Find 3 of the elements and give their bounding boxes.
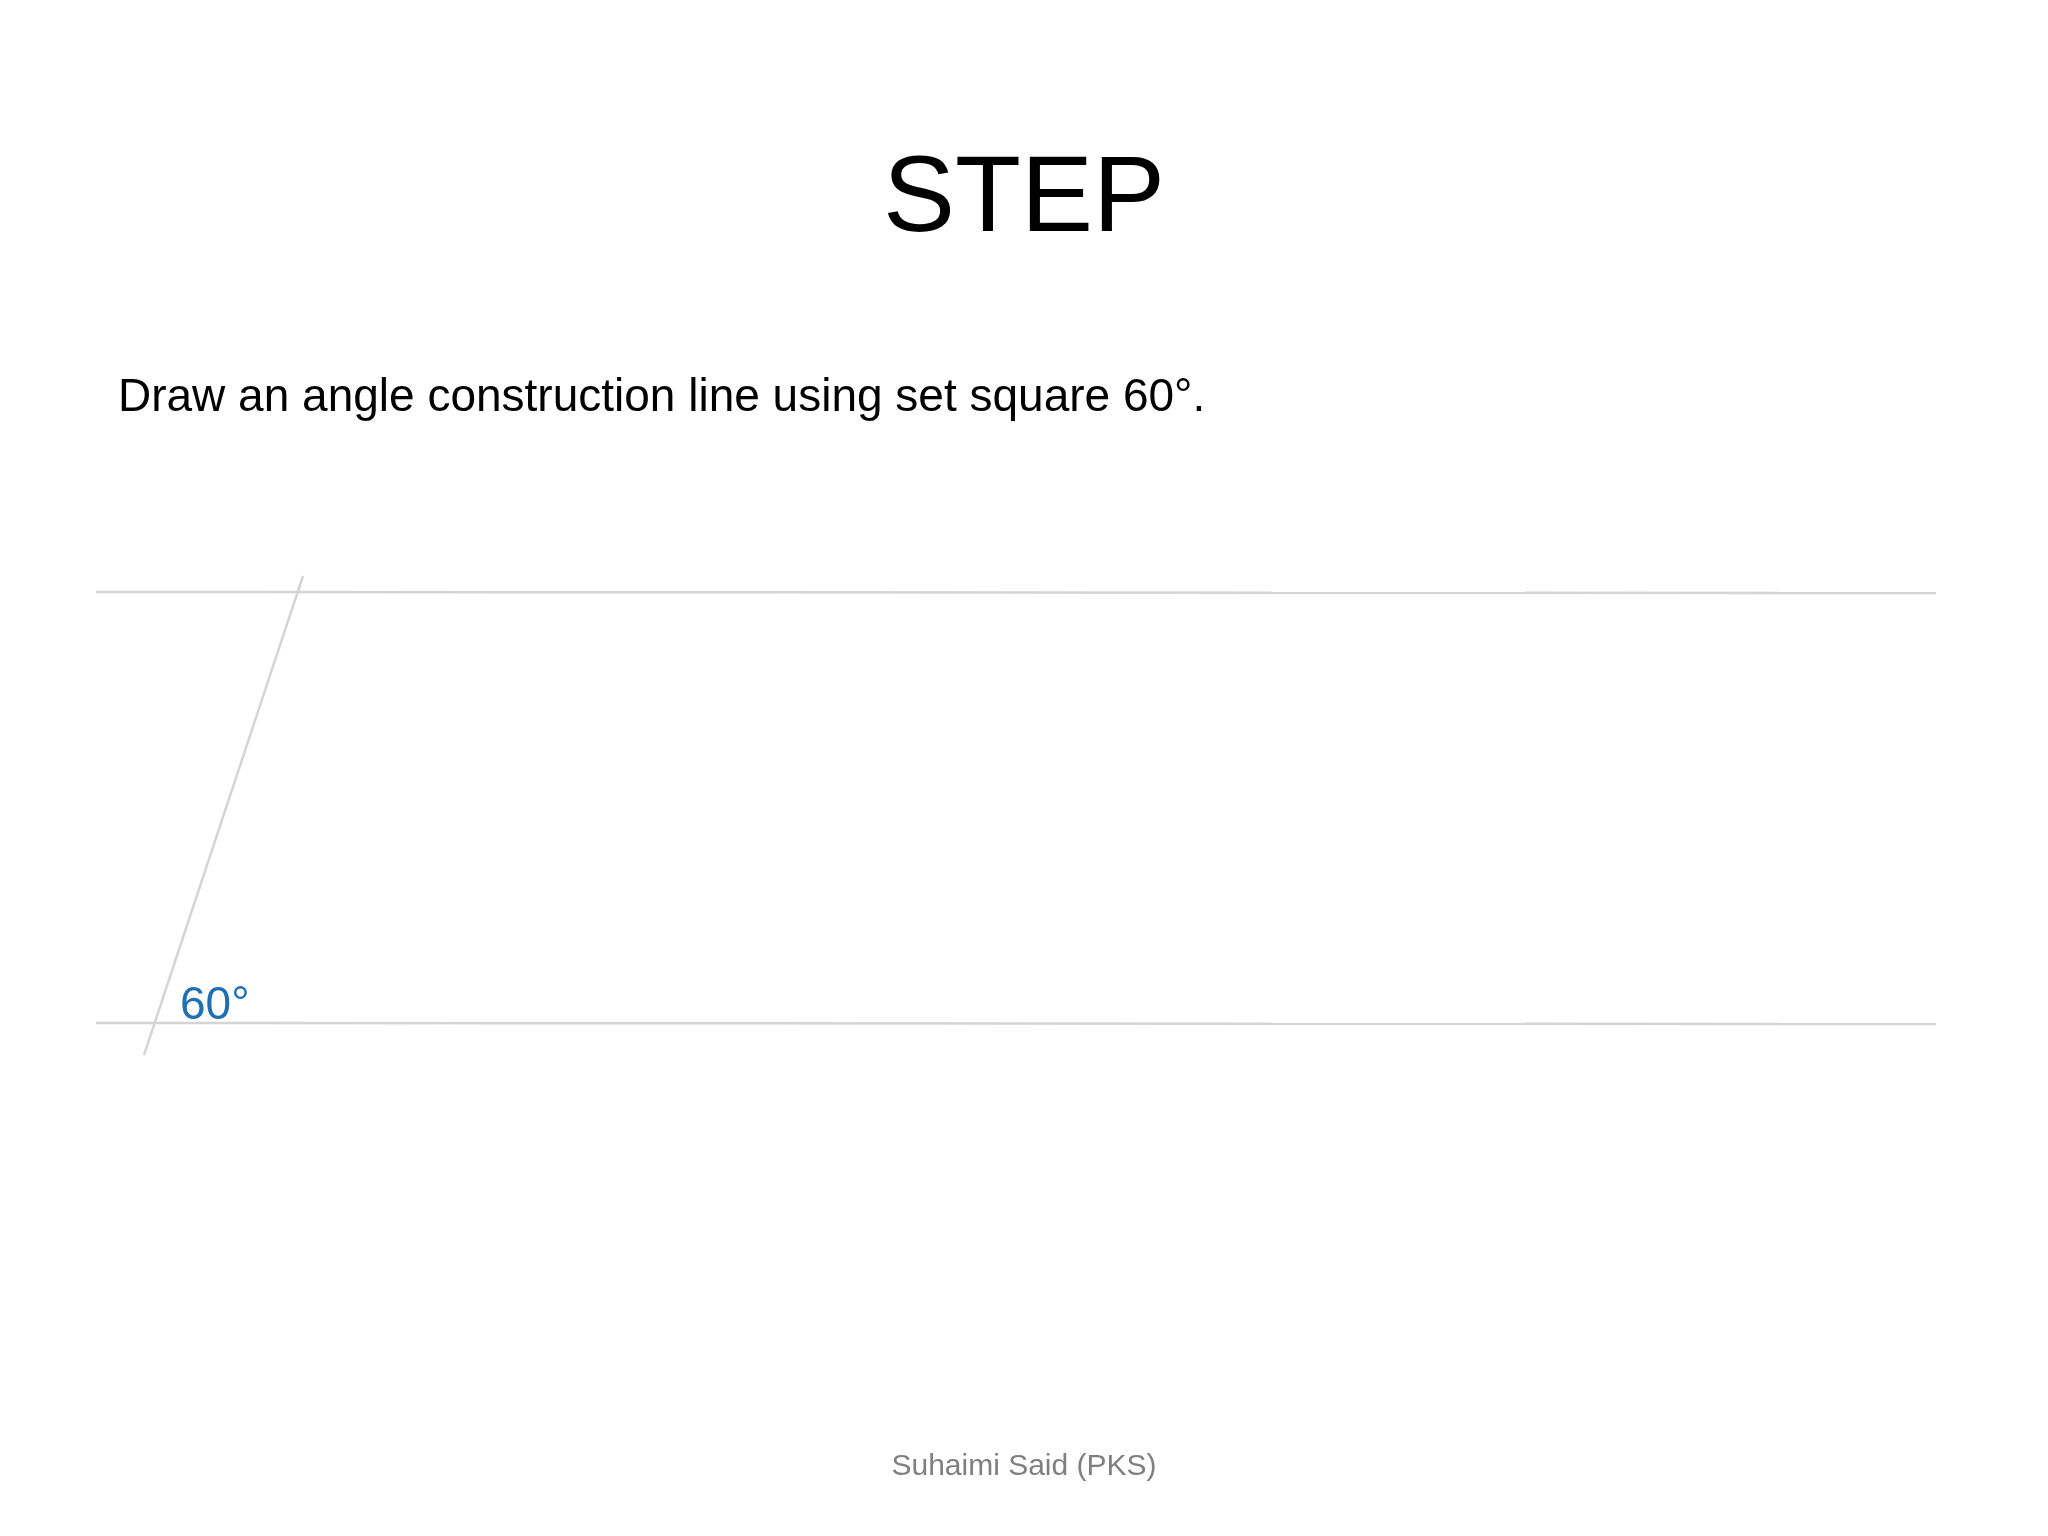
slide-title: STEP (882, 140, 1166, 248)
angle-label: 60° (180, 980, 250, 1026)
author-credit: Suhaimi Said (PKS) (891, 1450, 1157, 1480)
